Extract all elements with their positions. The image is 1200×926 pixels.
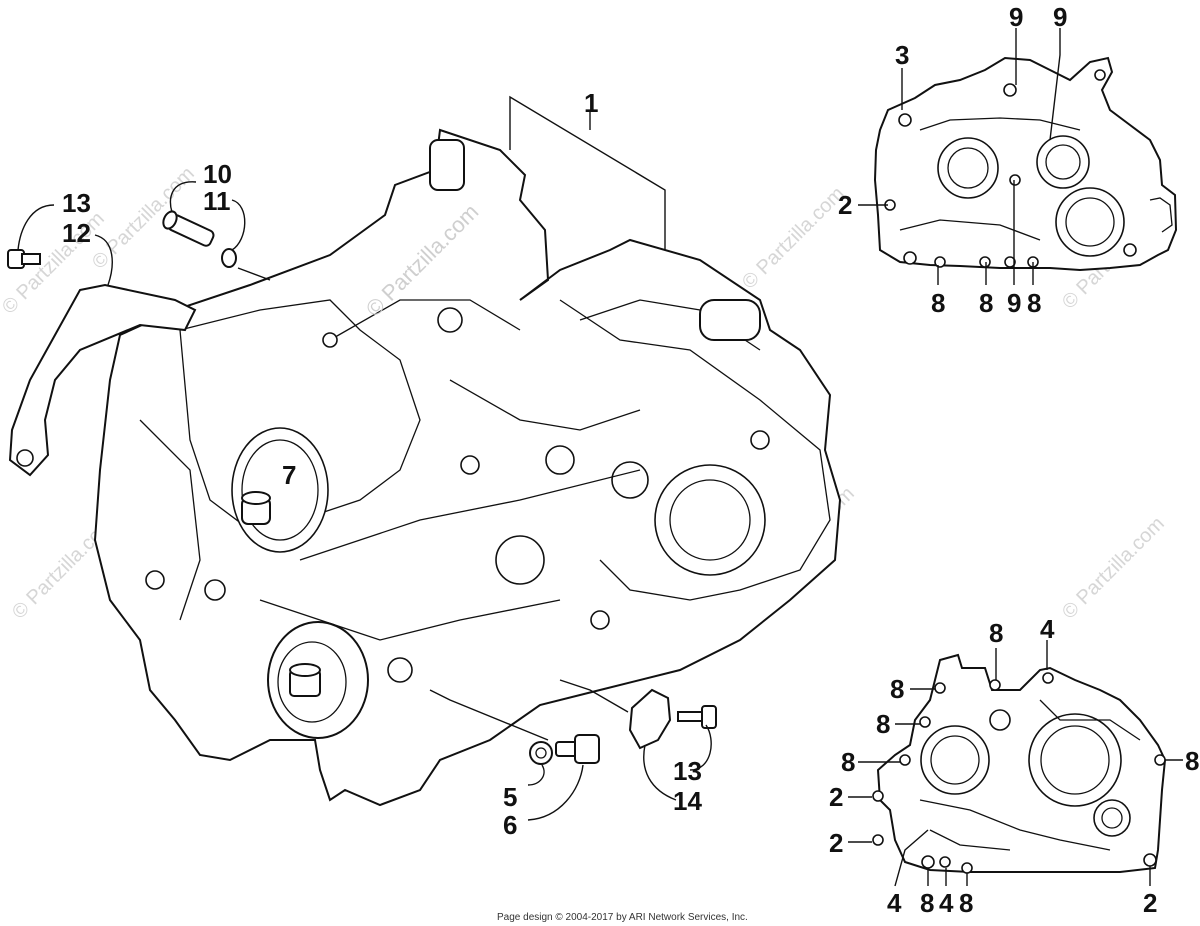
main-leader-lines xyxy=(17,95,712,821)
callout-11: 11 xyxy=(203,186,231,216)
bearing-bore xyxy=(231,427,329,553)
cover-plate xyxy=(628,688,672,750)
callout-7: 7 xyxy=(282,460,296,490)
callout-12: 12 xyxy=(62,218,91,248)
callout-8: 8 xyxy=(841,747,855,777)
callout-9: 9 xyxy=(1053,2,1067,32)
callout-4: 4 xyxy=(1040,614,1055,644)
callout-9: 9 xyxy=(1007,288,1021,318)
callout-2: 2 xyxy=(1143,888,1157,918)
callout-6: 6 xyxy=(503,810,517,840)
callout-8: 8 xyxy=(979,288,993,318)
crankcase-assembly-drawing xyxy=(7,128,842,807)
callout-8: 8 xyxy=(1185,746,1199,776)
bearing-bore xyxy=(1036,135,1090,189)
drain-bolt xyxy=(555,734,600,764)
main-callouts: 1 7 10 11 13 12 5 6 13 14 xyxy=(62,88,702,840)
bearing-bore xyxy=(937,137,999,199)
callout-2: 2 xyxy=(829,782,843,812)
bolt xyxy=(7,249,41,269)
callout-8: 8 xyxy=(1027,288,1041,318)
watermark: © Partzilla.com xyxy=(738,183,849,294)
callout-13: 13 xyxy=(673,756,702,786)
bottom-right-callouts: 8 4 8 8 8 2 2 8 4 8 4 8 2 xyxy=(829,614,1199,918)
callout-9: 9 xyxy=(1009,2,1023,32)
callout-4: 4 xyxy=(887,888,902,918)
callout-8: 8 xyxy=(890,674,904,704)
washer xyxy=(529,741,553,765)
callout-3: 3 xyxy=(895,40,909,70)
shaft-bore xyxy=(654,464,766,576)
callout-8: 8 xyxy=(876,709,890,739)
case-half-bottom-right xyxy=(872,653,1167,874)
bearing-bore xyxy=(1093,799,1131,837)
callout-2: 2 xyxy=(838,190,852,220)
top-right-leader-lines xyxy=(858,28,1061,285)
callout-1: 1 xyxy=(584,88,598,118)
watermark: © Partzilla.com xyxy=(1058,513,1169,624)
fitting xyxy=(162,210,215,247)
screw xyxy=(677,705,717,729)
callout-8: 8 xyxy=(989,618,1003,648)
o-ring xyxy=(221,248,237,268)
top-right-callouts: 3 9 9 2 8 8 9 8 xyxy=(838,2,1067,318)
bearing-bore xyxy=(1028,713,1122,807)
callout-8: 8 xyxy=(920,888,934,918)
callout-2: 2 xyxy=(829,828,843,858)
callout-5: 5 xyxy=(503,782,517,812)
callout-14: 14 xyxy=(673,786,702,816)
bottom-right-leader-lines xyxy=(848,640,1183,887)
callout-10: 10 xyxy=(203,159,232,189)
callout-8: 8 xyxy=(931,288,945,318)
callout-13: 13 xyxy=(62,188,91,218)
callout-4: 4 xyxy=(939,888,954,918)
callout-8: 8 xyxy=(959,888,973,918)
case-half-top-right xyxy=(873,56,1178,272)
page-footer: Page design © 2004-2017 by ARI Network S… xyxy=(497,912,748,923)
